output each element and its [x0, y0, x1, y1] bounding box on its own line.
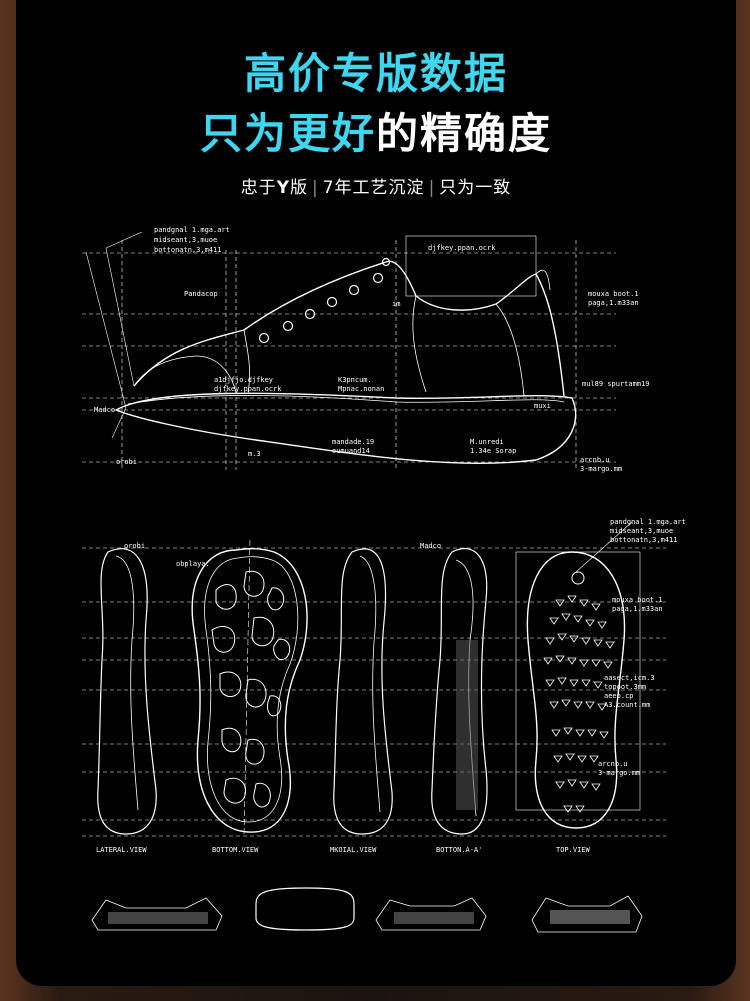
bottom-view-grid	[82, 547, 666, 837]
bv-label-right-bottom-1: arcnb.u	[598, 760, 628, 768]
label-top-left-3: bottonatn,3,m411	[154, 246, 221, 254]
view-captions: LATERAL.VIEW BOTTOM.VIEW MKOIAL.VIEW BOT…	[96, 846, 591, 854]
label-bottom-center-1: mandade.19	[332, 438, 374, 446]
label-right-top-1: mouxa boot.1	[588, 290, 639, 298]
side-view-grid	[82, 240, 616, 470]
bv-label-right-low-4: A3.count.mm	[604, 701, 650, 709]
caption-bottom-view: BOTTOM.VIEW	[212, 846, 259, 854]
label-mid-3: K3pncum.	[338, 376, 372, 384]
bv-mark-1: orobi	[124, 542, 145, 550]
subtitle-prefix: 忠于	[240, 178, 277, 198]
label-left-mid: Madco	[94, 406, 115, 414]
label-mid-6: im	[392, 300, 400, 308]
label-right-top-2: paga,1.m33an	[588, 299, 639, 307]
bv-label-top-right-3: bottonatn,3,m411	[610, 536, 677, 544]
subtitle-y: Y	[276, 178, 290, 198]
caption-medial-view: MKOIAL.VIEW	[330, 846, 377, 854]
lace-eyelets	[258, 257, 391, 344]
label-bottom-center-2: oumuand14	[332, 447, 370, 455]
bottom-views	[82, 521, 666, 837]
subtitle-separator-1: |	[312, 178, 319, 198]
headline-line-2: 只为更好的精确度	[16, 100, 736, 161]
bv-label-right-low-1: aasect,icm.3	[604, 674, 655, 682]
label-right-bottom-1: arcnb.u	[580, 456, 610, 464]
side-view-shoe	[82, 231, 616, 470]
subtitle-separator-2: |	[428, 178, 436, 198]
label-mid-4: Mpnac.nonan	[338, 385, 384, 393]
subtitle: 忠于Y版|7年工艺沉淀|只为一致	[16, 173, 736, 198]
bv-label-right-low-3: aeep.cp	[604, 692, 634, 700]
bottom-view-labels: pandgnal 1.mga.art midseant,3,muoe botto…	[124, 518, 686, 777]
caption-section-view: BOTTON.A-A'	[436, 846, 482, 854]
bv-label-right-mid-2: paga,1.m33an	[612, 605, 663, 613]
label-top-left-1: pandgnal 1.mga.art	[154, 226, 230, 234]
bv-label-top-right-2: midseant,3,muoe	[610, 527, 673, 535]
top-view-studs	[543, 595, 615, 813]
label-mid-1: a1djfjo.djfkey	[214, 376, 273, 384]
subtitle-suffix: 版	[290, 178, 308, 198]
label-left-bottom: orobi	[116, 458, 137, 466]
content-card: 高价专版数据 只为更好的精确度 忠于Y版|7年工艺沉淀|只为一致	[16, 0, 736, 986]
bv-label-right-low-2: topoot.3mm	[604, 683, 646, 691]
side-view-labels: pandgnal 1.mga.art midseant,3,muoe botto…	[94, 226, 649, 473]
bottom-view-tread	[211, 570, 291, 808]
headline-highlight: 只为更好	[199, 109, 376, 158]
label-top-center: djfkey.ppan.ocrk	[428, 244, 496, 252]
label-mid-5: m.3	[248, 450, 261, 458]
caption-lateral-view: LATERAL.VIEW	[96, 846, 147, 854]
label-mid-7: muxi	[534, 402, 551, 410]
shoe-blueprint-drawing: pandgnal 1.mga.art midseant,3,muoe botto…	[82, 226, 686, 933]
headline-rest: 的精确度	[376, 109, 553, 158]
caption-top-view: TOP.VIEW	[556, 846, 591, 854]
label-upper: Pandacop	[184, 290, 218, 298]
headline-line-1: 高价专版数据	[243, 49, 508, 98]
bv-mark-3: Madco	[420, 542, 441, 550]
label-top-left-2: midseant,3,muoe	[154, 236, 217, 244]
subtitle-part-2: 7年工艺沉淀	[322, 178, 425, 198]
bv-label-right-mid-1: mouxa boot.1	[612, 596, 663, 604]
label-bottom-right-2: 1.34e Sorap	[470, 447, 516, 455]
bv-label-top-right-1: pandgnal 1.mga.art	[610, 518, 686, 526]
subtitle-part-3: 只为一致	[439, 178, 512, 198]
label-right-bottom-2: 3-margo.mm	[580, 465, 622, 473]
bv-label-right-bottom-2: 3-margo.mm	[598, 769, 640, 777]
label-bottom-right-1: M.unredi	[470, 438, 504, 446]
cross-sections	[91, 887, 643, 933]
label-right-mid: mul89 spurtamm19	[582, 380, 649, 388]
label-mid-2: djfkey.ppan.ocrk	[214, 385, 282, 393]
bv-mark-2: obplaya.	[176, 560, 210, 568]
